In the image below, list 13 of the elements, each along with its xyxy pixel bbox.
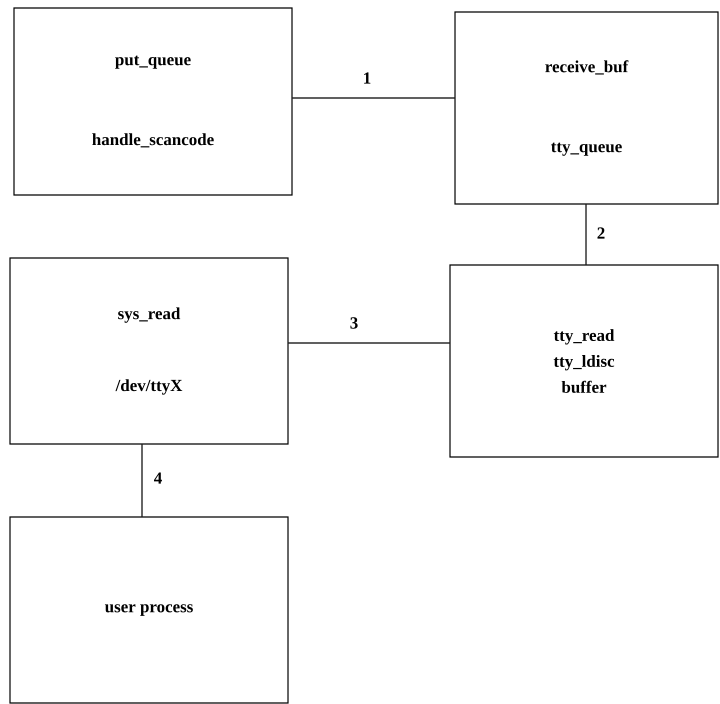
connector-line — [141, 444, 143, 516]
edge-label: 1 — [362, 71, 372, 85]
process-box: receive_buf tty_queue — [454, 11, 719, 205]
process-box: user process — [9, 516, 289, 704]
edge-label: 2 — [596, 226, 606, 240]
connector-line — [288, 342, 450, 344]
process-box: tty_read tty_ldisc buffer — [449, 264, 719, 458]
process-box: sys_read /dev/ttyX — [9, 257, 289, 445]
edge-label: 4 — [152, 471, 164, 485]
connector-line — [292, 97, 454, 99]
connector-line — [585, 204, 587, 264]
process-box: put_queue handle_scancode — [13, 7, 293, 196]
edge-label: 3 — [348, 316, 360, 330]
